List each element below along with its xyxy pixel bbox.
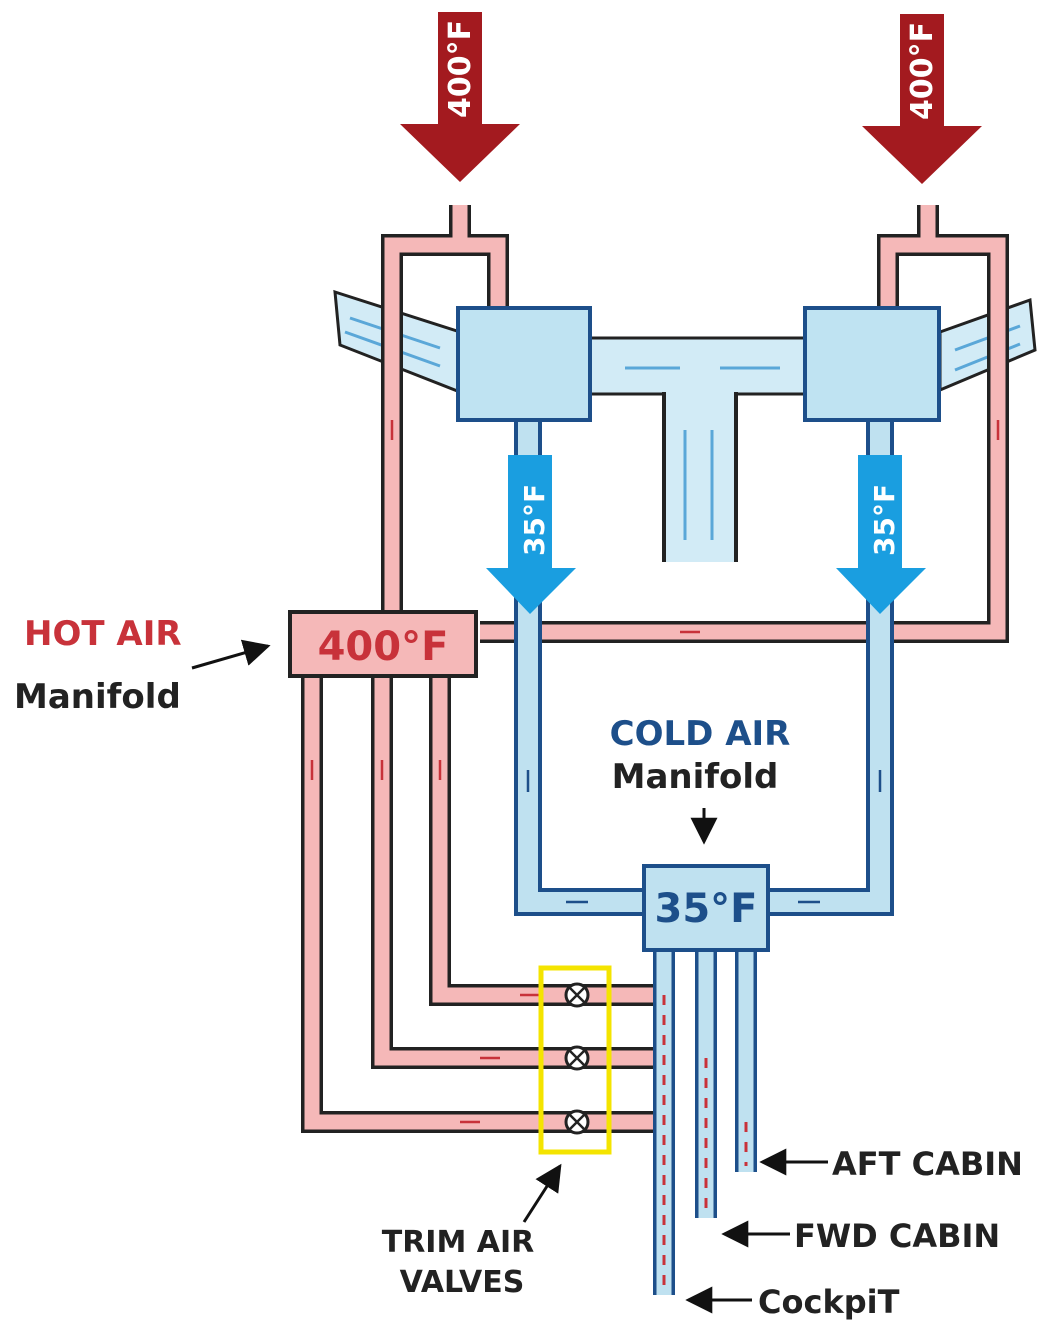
left-pack: [456, 306, 592, 422]
hot-air-manifold: 400°F: [288, 610, 478, 678]
valve-icon: [564, 982, 590, 1008]
cold-manifold-temp: 35°F: [655, 886, 758, 932]
right-pack-out-temp: 35°F: [868, 484, 901, 556]
hot-manifold-temp: 400°F: [318, 624, 449, 670]
left-cold-output-arrow: 35°F: [486, 455, 576, 614]
trim-air-valves: [538, 965, 612, 1155]
trim-valves-label-line1: TRIM AIR: [382, 1225, 535, 1260]
trim-valves-pointer: [522, 1163, 562, 1223]
fwd-cabin-label: FWD CABIN: [794, 1217, 1000, 1255]
left-input-temp-label: 400°F: [443, 20, 478, 118]
cockpit-label: CockpiT: [758, 1283, 900, 1321]
left-hot-input-arrow: 400°F: [400, 12, 520, 182]
trim-valves-label-line2: VALVES: [400, 1265, 525, 1300]
right-hot-input-arrow: 400°F: [862, 14, 982, 184]
hot-manifold-subtitle: Manifold: [14, 677, 181, 717]
right-cold-output-arrow: 35°F: [836, 455, 926, 614]
hot-manifold-pointer: [191, 639, 271, 670]
valve-icon: [564, 1045, 590, 1071]
ram-air-t-duct: [588, 336, 807, 562]
cold-manifold-title: COLD AIR: [610, 714, 791, 754]
cold-manifold-subtitle: Manifold: [612, 757, 779, 797]
valve-icon: [564, 1109, 590, 1135]
aft-cabin-label: AFT CABIN: [832, 1145, 1023, 1183]
right-input-temp-label: 400°F: [905, 22, 940, 120]
cold-air-manifold: 35°F: [642, 864, 770, 952]
hot-manifold-title: HOT AIR: [24, 614, 182, 654]
left-pack-out-temp: 35°F: [518, 484, 551, 556]
zone-ducts: [653, 950, 757, 1295]
right-pack: [803, 306, 941, 422]
